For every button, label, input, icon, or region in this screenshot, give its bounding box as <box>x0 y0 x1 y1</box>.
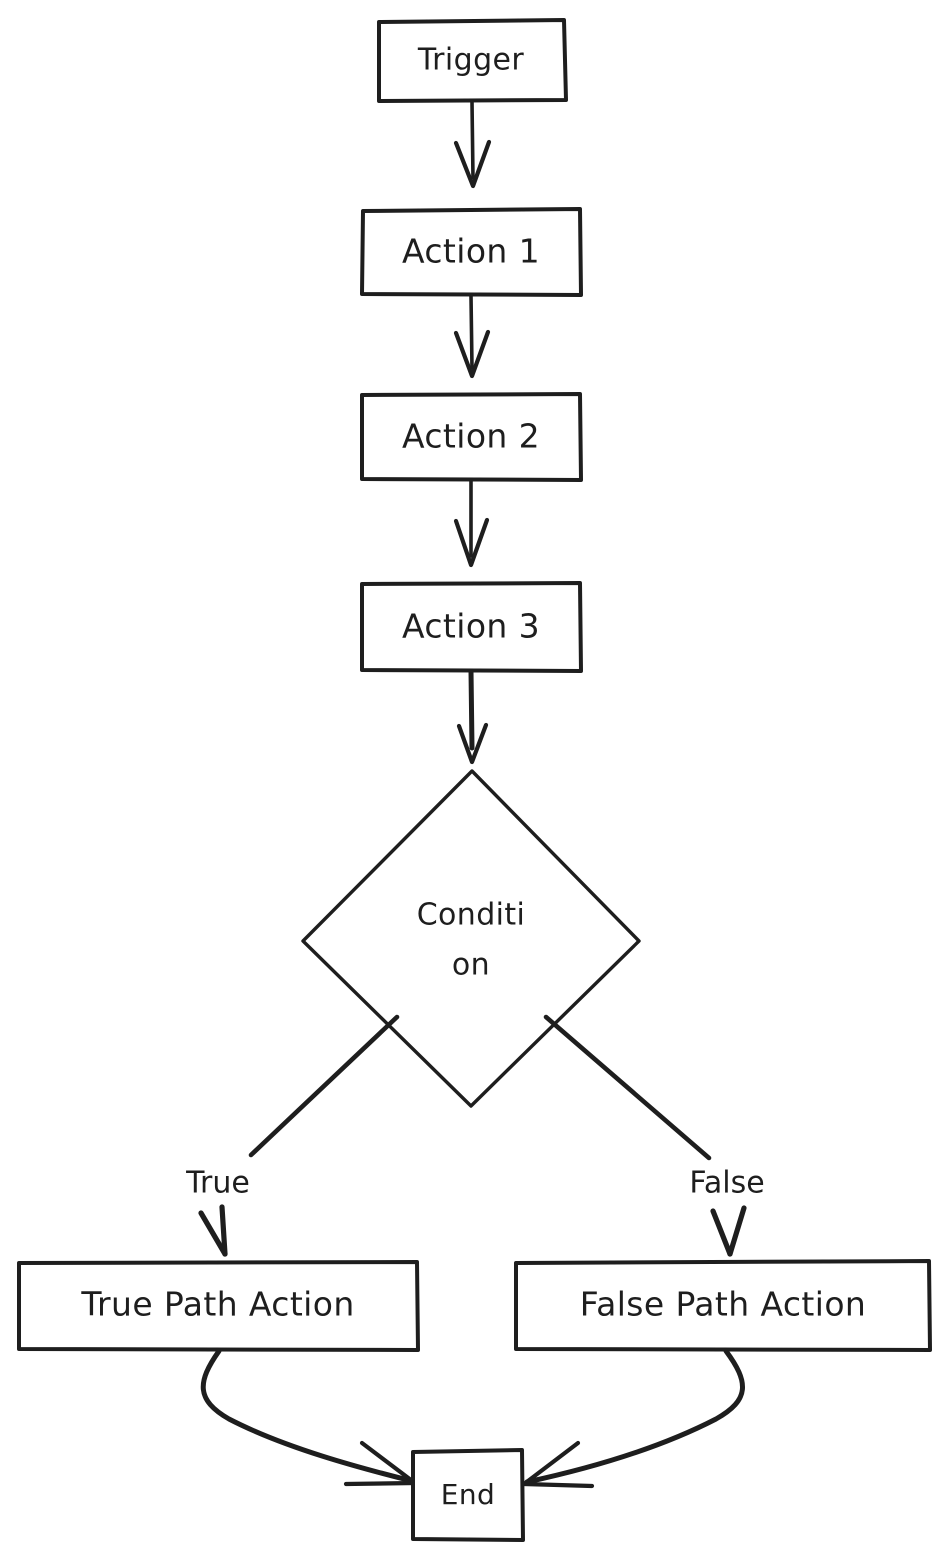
node-end[interactable]: End <box>411 1448 525 1542</box>
node-shape-rectangle <box>360 392 583 482</box>
arrowhead-icon-true <box>198 1210 228 1257</box>
node-truepath[interactable]: True Path Action <box>17 1260 420 1352</box>
edge-label-false: False <box>689 1166 764 1201</box>
edge-line-true-branch <box>248 1014 400 1158</box>
arrowhead-icon <box>453 139 492 189</box>
edge-action1-to-action2 <box>453 294 491 379</box>
node-label-condition-line1: Conditi <box>417 898 526 933</box>
edge-curve-false-to-end <box>524 1348 745 1485</box>
edge-falsepath-to-end <box>521 1348 745 1489</box>
node-shape-rectangle <box>360 207 583 297</box>
arrowhead-icon-false-barb <box>727 1205 747 1257</box>
edge-line <box>468 668 475 751</box>
node-action2[interactable]: Action 2 <box>360 392 583 482</box>
node-label-truepath: True Path Action <box>80 1285 354 1324</box>
node-label-end: End <box>441 1478 495 1511</box>
node-label-action1: Action 1 <box>402 232 540 271</box>
node-trigger[interactable]: Trigger <box>377 18 568 103</box>
node-label-falsepath: False Path Action <box>580 1285 866 1324</box>
arrowhead-icon-end-left-lower <box>343 1480 418 1487</box>
edge-line-false-branch <box>543 1014 712 1161</box>
node-action1[interactable]: Action 1 <box>360 207 583 297</box>
edge-condition-to-truepath: True <box>185 1014 400 1257</box>
edge-line <box>470 100 475 180</box>
arrowhead-icon <box>456 722 489 765</box>
arrowhead-icon <box>453 517 490 568</box>
edge-condition-to-falsepath: False <box>543 1014 765 1257</box>
node-shape-rectangle <box>360 581 583 673</box>
edge-label-true: True <box>185 1166 250 1201</box>
edge-action2-to-action3 <box>453 479 490 568</box>
edge-action3-to-condition <box>456 668 489 765</box>
arrowhead-icon-end-right-lower <box>521 1481 595 1489</box>
node-falsepath[interactable]: False Path Action <box>514 1259 932 1352</box>
edge-trigger-to-action1 <box>453 100 492 189</box>
arrowhead-icon-end-left-upper <box>359 1440 418 1486</box>
arrowhead-icon-false <box>710 1208 733 1257</box>
node-shape-rectangle <box>17 1260 420 1352</box>
node-label-trigger: Trigger <box>417 43 525 78</box>
arrowhead-icon <box>453 329 491 379</box>
edge-curve-true-to-end <box>200 1348 415 1484</box>
node-shape-rectangle <box>411 1448 525 1542</box>
arrowhead-icon-end-right-upper <box>521 1440 581 1487</box>
edge-line <box>469 294 474 370</box>
node-shape-rectangle <box>514 1259 932 1352</box>
node-label-action2: Action 2 <box>402 417 540 456</box>
node-shape-rectangle <box>377 18 568 103</box>
node-action3[interactable]: Action 3 <box>360 581 583 673</box>
node-label-action3: Action 3 <box>402 607 540 646</box>
arrowhead-icon-true-barb <box>219 1204 228 1257</box>
edge-truepath-to-end <box>200 1348 418 1487</box>
node-label-condition-line2: on <box>452 948 490 983</box>
